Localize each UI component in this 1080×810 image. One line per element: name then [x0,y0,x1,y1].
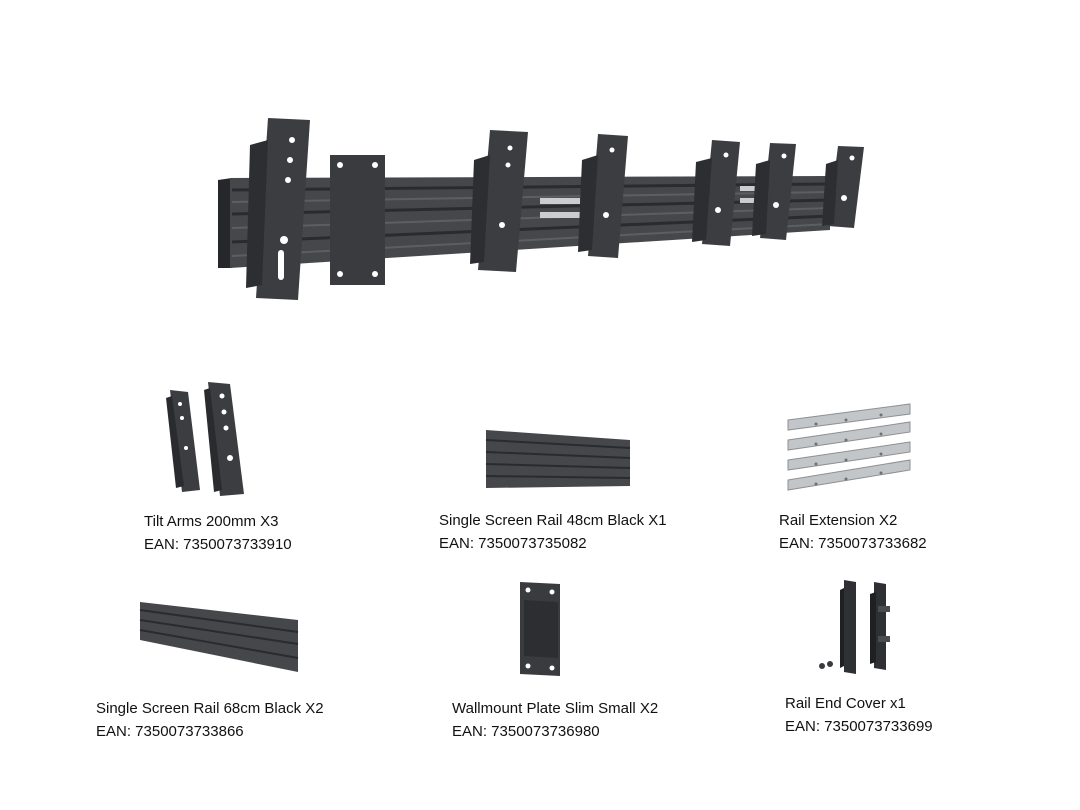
wallmount-plate-image [520,582,560,676]
rail-48cm-image [485,430,631,488]
assembled-mount-image [218,118,864,300]
rail-extension-caption: Rail Extension X2 EAN: 7350073733682 [779,509,927,555]
tilt-arms-caption: Tilt Arms 200mm X3 EAN: 7350073733910 [144,510,292,556]
component-ean: EAN: 7350073733866 [96,723,244,740]
component-name: Rail End Cover x1 [785,695,906,712]
rail-48cm-caption: Single Screen Rail 48cm Black X1 EAN: 73… [439,509,667,555]
component-name: Rail Extension X2 [779,512,898,529]
component-name: Tilt Arms 200mm X3 [144,513,279,530]
wallmount-plate-caption: Wallmount Plate Slim Small X2 EAN: 73500… [452,697,658,743]
rail-68cm-image [139,602,299,672]
component-name: Single Screen Rail 68cm Black X2 [96,700,324,717]
component-ean: EAN: 7350073736980 [452,723,600,740]
rail-extension-image [787,403,911,491]
component-ean: EAN: 7350073733910 [144,536,292,553]
component-name: Single Screen Rail 48cm Black X1 [439,512,667,529]
rail-68cm-caption: Single Screen Rail 68cm Black X2 EAN: 73… [96,697,324,743]
component-ean: EAN: 7350073733699 [785,718,933,735]
component-name: Wallmount Plate Slim Small X2 [452,700,659,717]
tilt-arms-image [166,382,244,496]
component-ean: EAN: 7350073735082 [439,535,587,552]
rail-end-cover-caption: Rail End Cover x1 EAN: 7350073733699 [785,692,933,738]
component-ean: EAN: 7350073733682 [779,535,927,552]
rail-end-cover-image [819,580,890,674]
